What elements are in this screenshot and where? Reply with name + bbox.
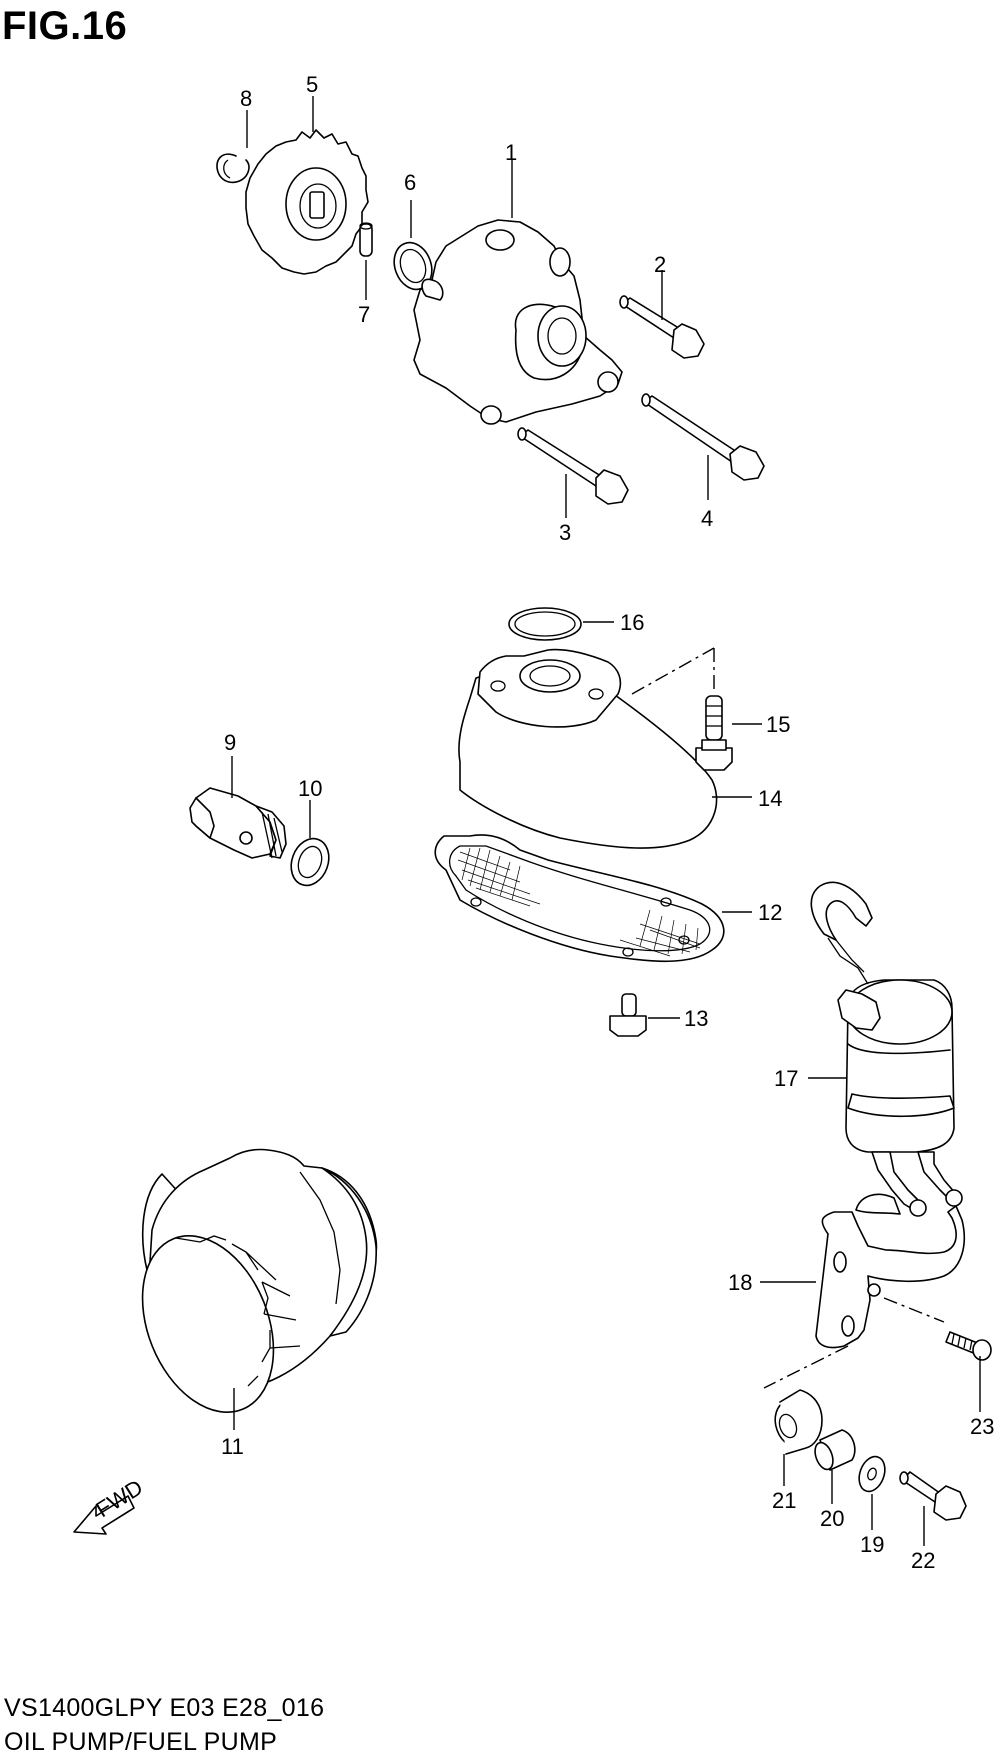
callout-4: 4 [701,506,713,531]
callout-22: 22 [911,1548,935,1573]
model-code: VS1400GLPY E03 E28_016 [4,1694,325,1722]
callout-23: 23 [970,1414,994,1439]
callout-21: 21 [772,1488,796,1513]
part-23-screw [883,1297,992,1412]
part-19-washer [858,1455,886,1530]
part-7-pin [359,222,373,300]
callout-12: 12 [758,900,782,925]
part-11-oil-filter [141,1148,378,1430]
part-2-bolt [619,270,705,359]
part-21-guide-lines [763,1345,849,1389]
callout-17: 17 [774,1066,798,1091]
callout-5: 5 [306,72,318,97]
part-21-grommet [774,1389,823,1486]
callout-9: 9 [224,730,236,755]
part-18-bracket [760,1193,966,1349]
callout-14: 14 [758,786,782,811]
figure-caption: OIL PUMP/FUEL PUMP [4,1728,278,1756]
callout-20: 20 [820,1506,844,1531]
part-4-bolt [641,393,765,500]
callout-18: 18 [728,1270,752,1295]
part-14-cover [458,648,752,849]
part-8-circlip [216,110,250,184]
part-1-oil-pump [413,160,623,425]
part-3-bolt [517,427,629,518]
part-13-bolt [609,993,680,1037]
callout-7: 7 [358,302,370,327]
part-22-bolt [899,1471,967,1546]
callout-13: 13 [684,1006,708,1031]
callout-15: 15 [766,712,790,737]
fwd-arrow-icon: FWD [73,1474,147,1535]
callout-16: 16 [620,610,644,635]
callout-2: 2 [654,252,666,277]
callout-8: 8 [240,86,252,111]
part-16-o-ring [508,607,614,641]
part-10-gasket [290,800,330,887]
part-15-bolt [695,695,762,771]
part-15-guide-lines [631,647,715,695]
callout-1: 1 [505,140,517,165]
callout-3: 3 [559,520,571,545]
part-5-driven-gear [245,96,369,275]
part-9-union-bolt [189,756,287,859]
strainer-mesh [457,847,701,957]
callout-6: 6 [404,170,416,195]
part-12-oil-strainer [434,834,752,963]
part-17-fuel-pump [808,881,963,1217]
part-20-collar [814,1429,856,1504]
callout-11: 11 [221,1434,244,1459]
callout-10: 10 [298,776,322,801]
figure-title: FIG.16 [2,4,128,48]
callout-19: 19 [860,1532,884,1557]
